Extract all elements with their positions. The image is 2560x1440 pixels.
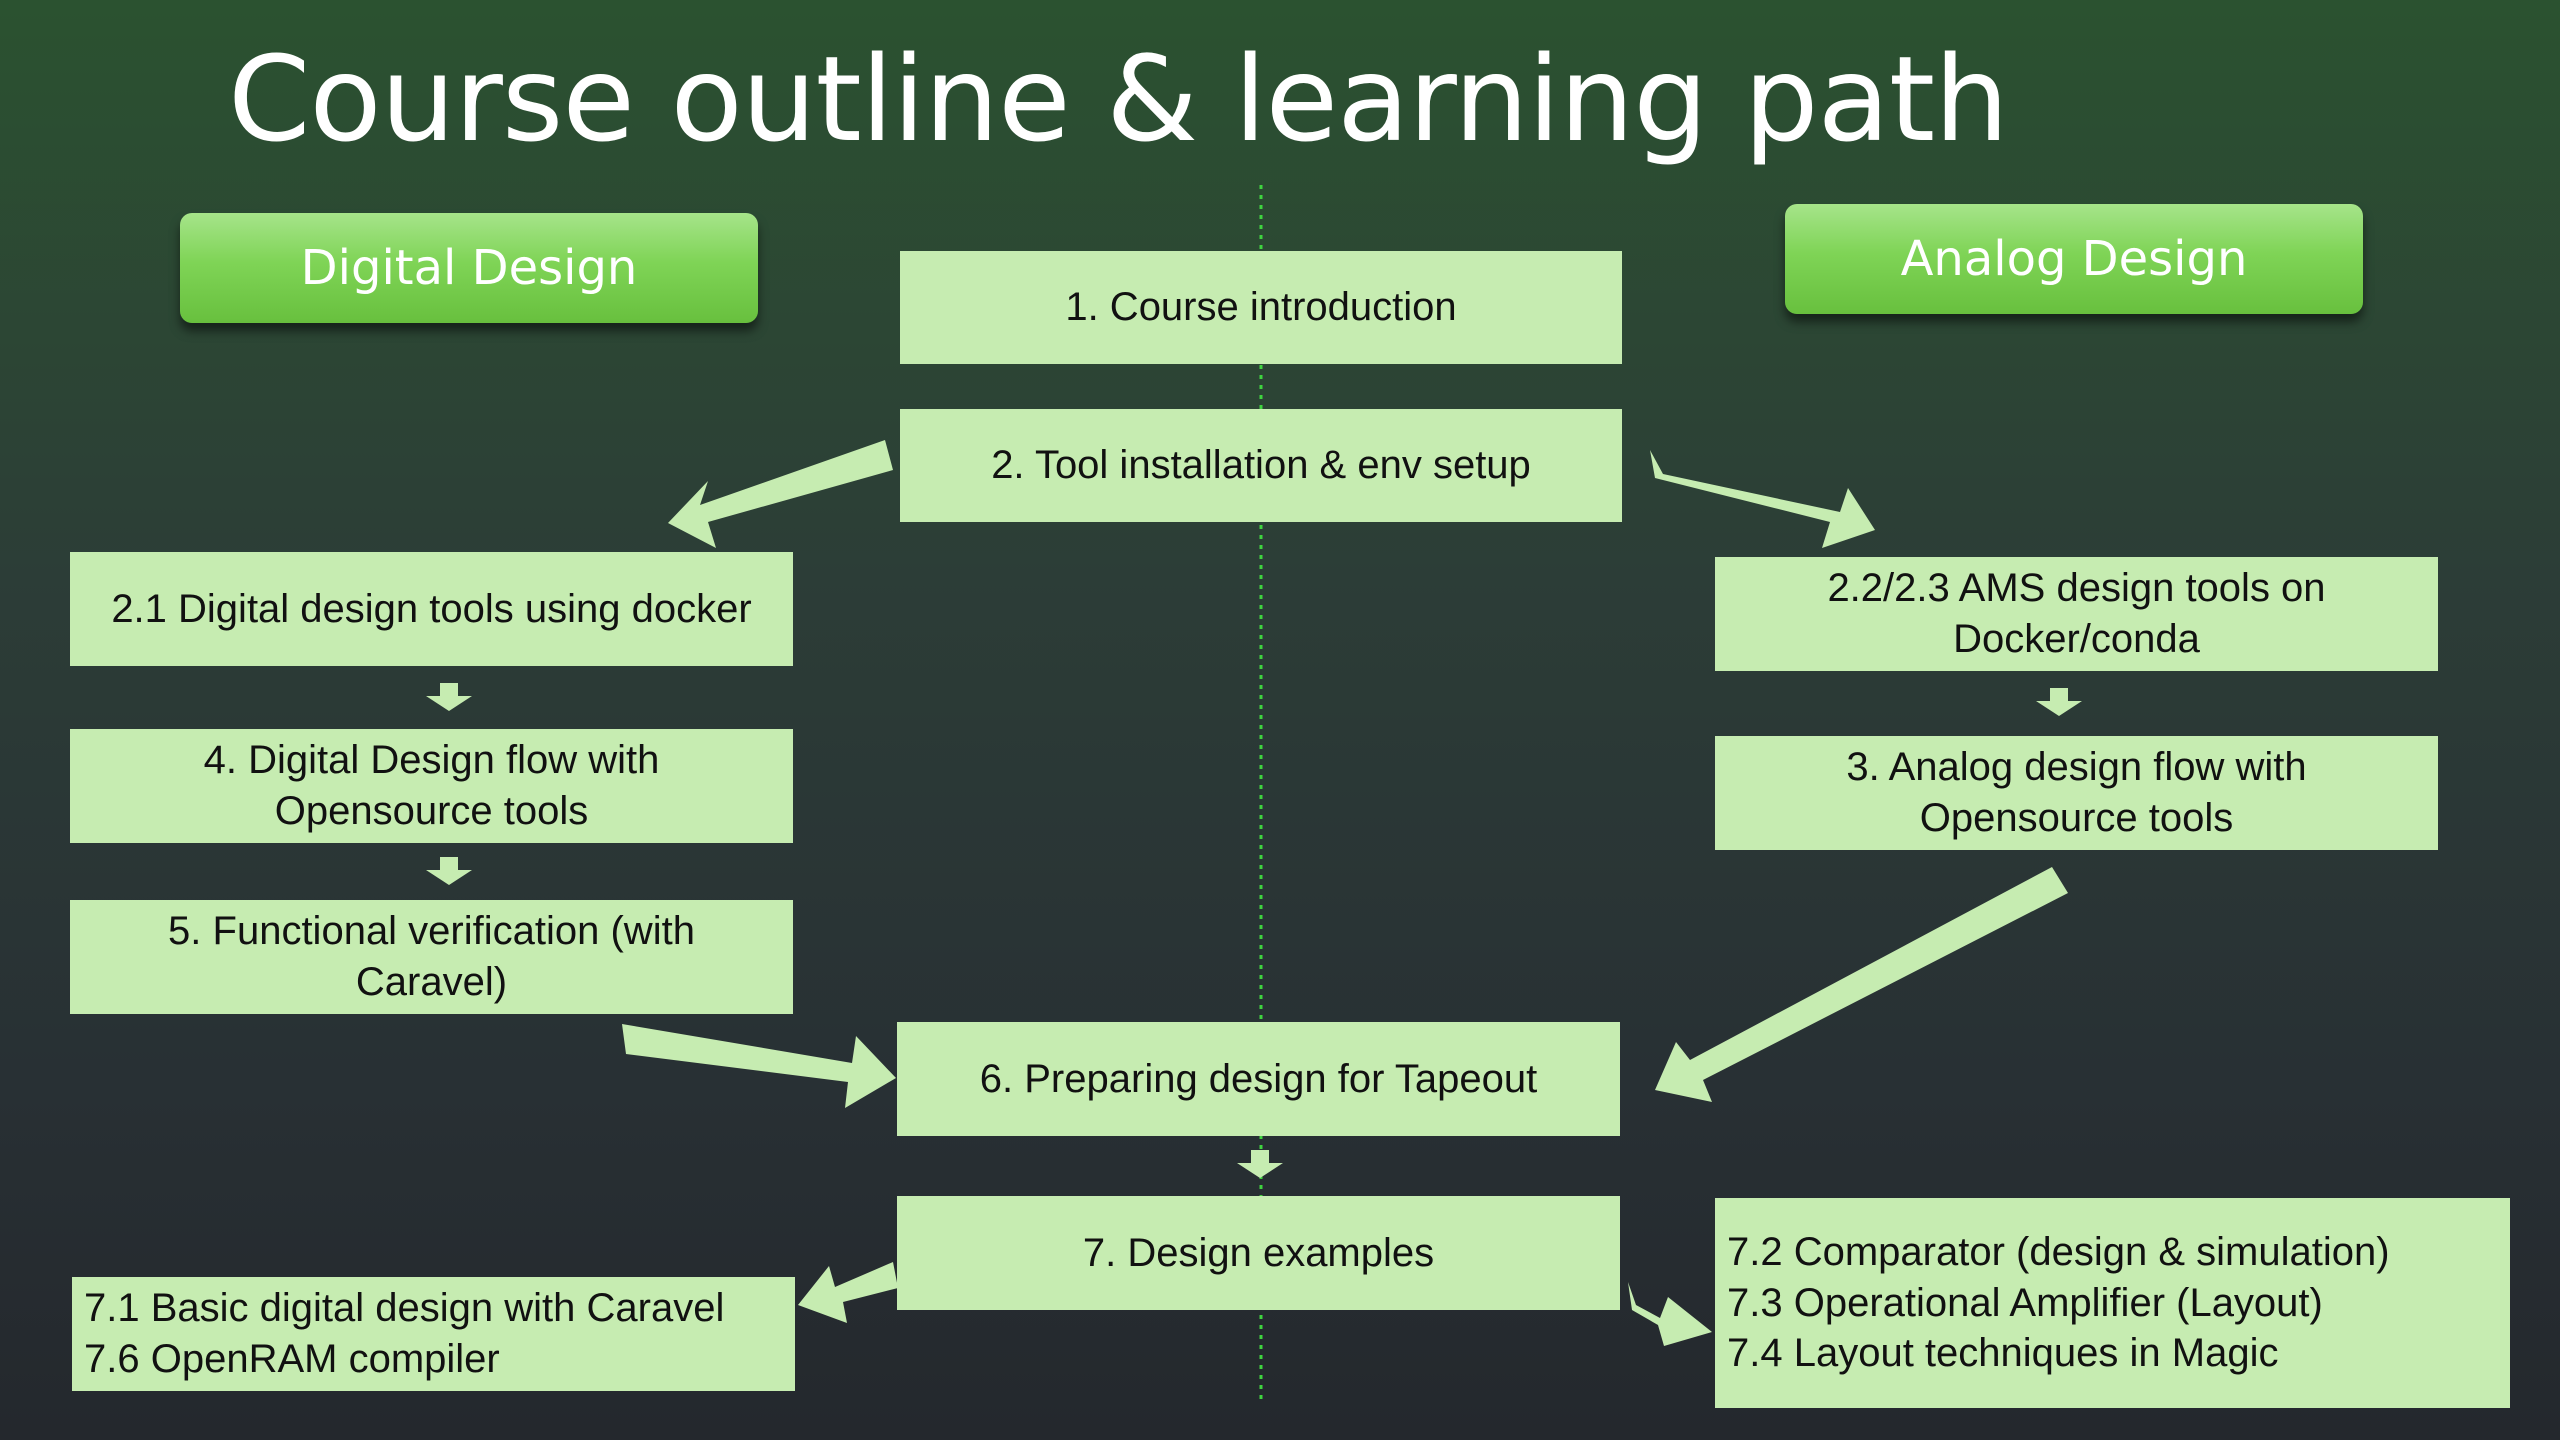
step-label: 2.2/2.3 AMS design tools on Docker/conda bbox=[1827, 566, 2326, 661]
arrow-down-3 bbox=[2036, 688, 2082, 716]
step-label: 1. Course introduction bbox=[1065, 285, 1457, 330]
page-title: Course outline & learning path bbox=[228, 30, 2009, 168]
arrow-down-4 bbox=[1237, 1150, 1283, 1178]
arrow-to-analog-examples bbox=[1628, 1282, 1712, 1346]
step-label: 7.1 Basic digital design with Caravel 7.… bbox=[84, 1286, 725, 1381]
step-label: 7. Design examples bbox=[1082, 1230, 1435, 1275]
analog-design-examples: 7.2 Comparator (design & simulation) 7.3… bbox=[1715, 1198, 2510, 1408]
step-label: 6. Preparing design for Tapeout bbox=[979, 1056, 1538, 1101]
arrow-from-verification bbox=[622, 1024, 896, 1108]
arrow-down-2 bbox=[426, 857, 472, 885]
digital-design-header: Digital Design bbox=[180, 213, 758, 323]
step-label: 5. Functional verification (with Caravel… bbox=[168, 909, 695, 1004]
arrow-down-1 bbox=[426, 683, 472, 711]
analog-design-header: Analog Design bbox=[1785, 204, 2363, 314]
arrow-to-digital-examples bbox=[798, 1262, 898, 1323]
step-digital-design-tools: 2.1 Digital design tools using docker bbox=[70, 552, 793, 666]
arrow-from-analog-flow bbox=[1655, 867, 2068, 1102]
step-analog-design-flow: 3. Analog design flow with Opensource to… bbox=[1715, 736, 2438, 850]
step-label: 7.2 Comparator (design & simulation) 7.3… bbox=[1727, 1229, 2390, 1376]
step-functional-verification: 5. Functional verification (with Caravel… bbox=[70, 900, 793, 1014]
step-label: 3. Analog design flow with Opensource to… bbox=[1846, 745, 2307, 840]
arrow-to-digital-tools bbox=[668, 440, 893, 548]
step-tool-installation: 2. Tool installation & env setup bbox=[900, 409, 1622, 522]
arrow-to-analog-tools bbox=[1650, 450, 1875, 548]
step-course-introduction: 1. Course introduction bbox=[900, 251, 1622, 364]
step-label: 2.1 Digital design tools using docker bbox=[111, 586, 752, 631]
digital-design-examples: 7.1 Basic digital design with Caravel 7.… bbox=[72, 1277, 795, 1391]
step-label: 2. Tool installation & env setup bbox=[991, 443, 1531, 488]
step-label: 4. Digital Design flow with Opensource t… bbox=[203, 738, 660, 833]
step-preparing-tapeout: 6. Preparing design for Tapeout bbox=[897, 1022, 1620, 1136]
step-ams-design-tools: 2.2/2.3 AMS design tools on Docker/conda bbox=[1715, 557, 2438, 671]
step-design-examples: 7. Design examples bbox=[897, 1196, 1620, 1310]
step-digital-design-flow: 4. Digital Design flow with Opensource t… bbox=[70, 729, 793, 843]
